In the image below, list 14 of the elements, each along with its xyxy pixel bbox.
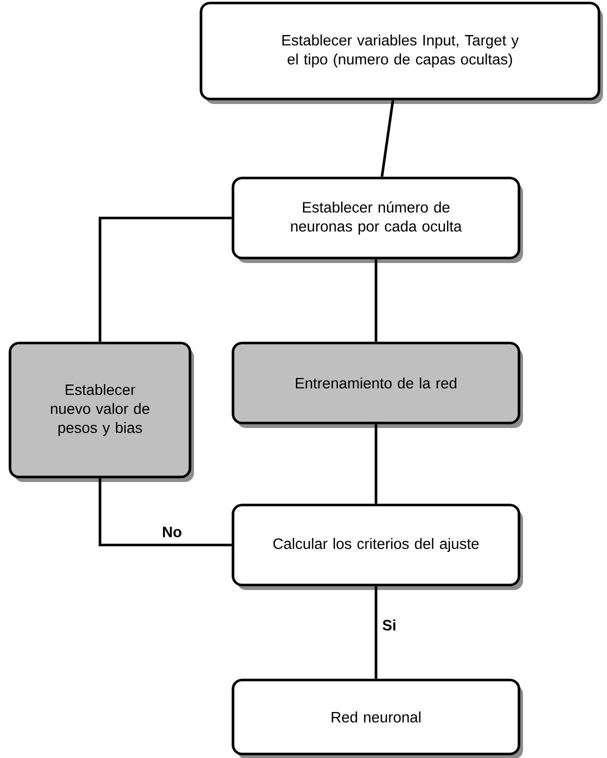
edge-label: Si bbox=[380, 617, 398, 632]
process-box: Establecer número de neuronas por cada oculta bbox=[232, 176, 523, 263]
process-box: Calcular los criterios del ajuste bbox=[232, 504, 523, 590]
connector-line bbox=[374, 586, 378, 679]
process-box: Establecer nuevo valor de pesos y bias bbox=[8, 342, 194, 482]
process-box: Entrenamiento de la red bbox=[232, 342, 523, 428]
connector-line bbox=[380, 100, 394, 177]
connector-line bbox=[98, 216, 232, 342]
connector-line bbox=[98, 478, 232, 546]
edge-label: No bbox=[160, 524, 184, 540]
connector-line bbox=[374, 259, 378, 342]
process-box: Red neuronal bbox=[232, 678, 523, 758]
process-box: Establecer variables Input, Target y el tipo (numero de capas ocultas) bbox=[200, 2, 603, 104]
connector-line bbox=[374, 424, 378, 504]
